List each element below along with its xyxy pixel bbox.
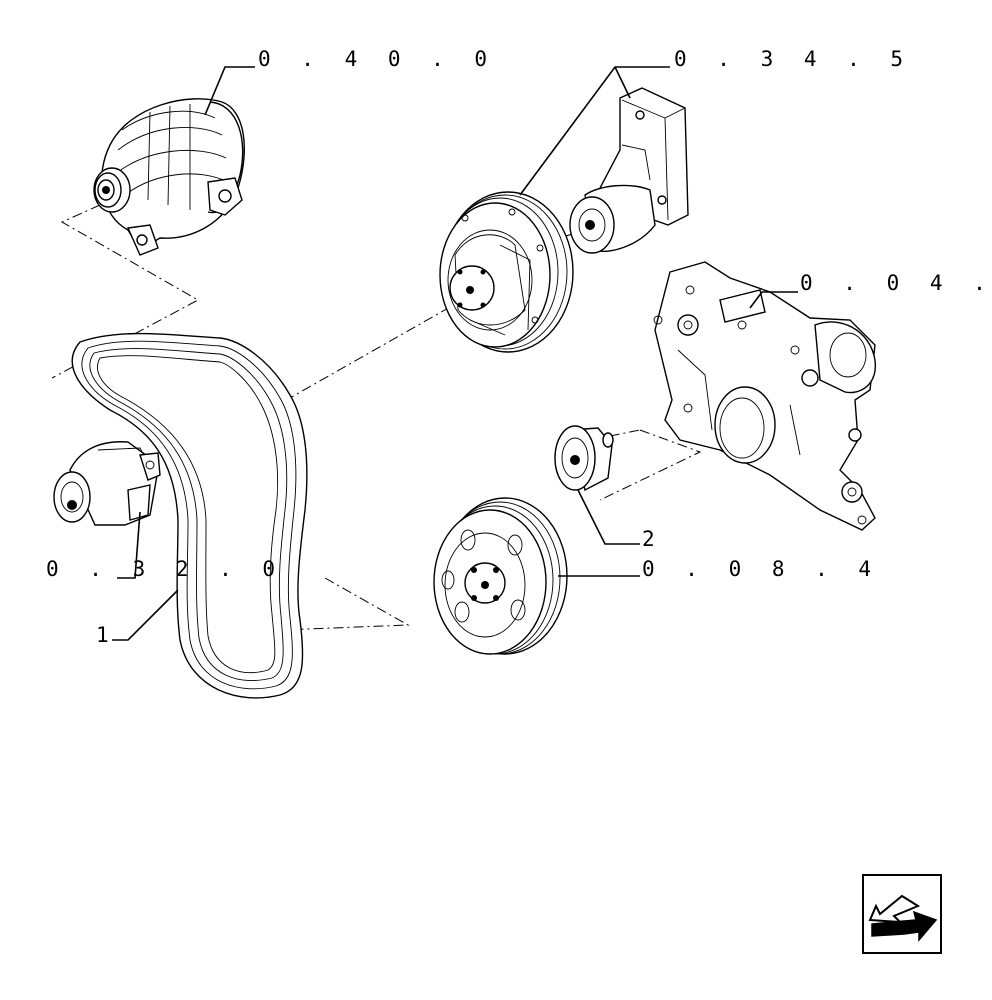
belt-drawing [71,332,308,699]
alternator-drawing [93,98,245,256]
timing-cover-drawing [653,261,876,531]
fan-hub-drawing [569,87,689,254]
leader-lines [112,66,798,641]
callout-belt: 1 [96,623,109,647]
callout-alternator: 0 . 4 0 . 0 [258,47,496,71]
callout-crank-pulley: 0 . 0 8 . 4 [642,557,880,581]
back-arrow-icon [868,894,938,943]
crank-pulley-drawing [433,497,568,655]
callout-fan-hub: 0 . 3 4 . 5 [674,47,912,71]
callout-idler: 2 [642,527,655,551]
back-navigation-button[interactable] [862,874,942,954]
callout-timing-cover: 0 . 0 4 . 3 [800,271,992,295]
idler-pulley-drawing [554,425,614,492]
callout-water-pump: 0 . 3 2 . 0 [46,557,284,581]
water-pump-drawing [53,441,161,526]
fan-pulley-drawing [439,191,574,353]
